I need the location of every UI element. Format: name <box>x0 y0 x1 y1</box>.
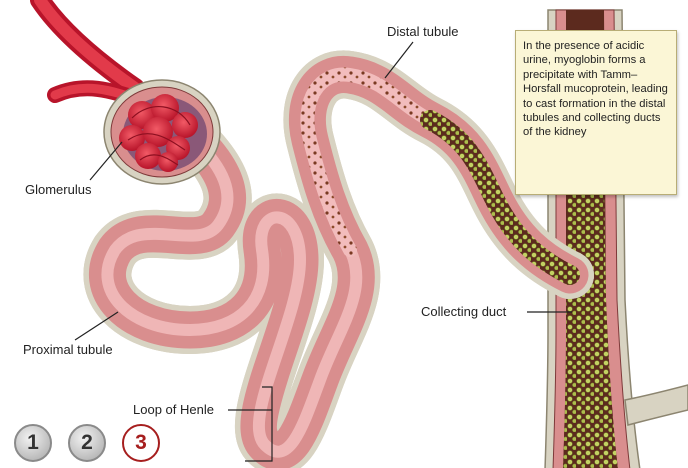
label-proximal-tubule: Proximal tubule <box>23 342 113 357</box>
label-distal-tubule: Distal tubule <box>387 24 459 39</box>
label-glomerulus: Glomerulus <box>25 182 91 197</box>
step-1-button[interactable]: 1 <box>14 424 52 462</box>
step-2-button[interactable]: 2 <box>68 424 106 462</box>
label-loop-of-henle: Loop of Henle <box>133 402 214 417</box>
step-3-button[interactable]: 3 <box>122 424 160 462</box>
info-callout: In the presence of acidic urine, myoglob… <box>515 30 677 195</box>
glomerulus-capsule <box>104 80 220 184</box>
blood-vessels <box>40 0 140 100</box>
label-collecting-duct: Collecting duct <box>421 304 506 319</box>
